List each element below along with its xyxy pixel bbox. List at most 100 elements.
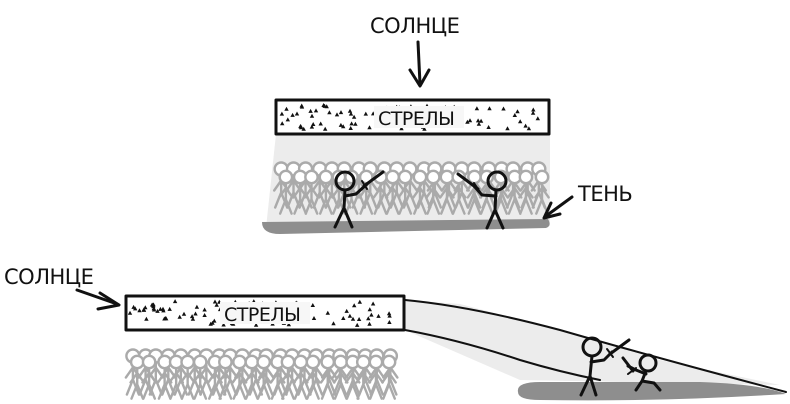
arrow-dot — [475, 118, 481, 123]
arrow-dot — [387, 320, 392, 324]
top-left-duelist — [333, 170, 385, 229]
arrow-dot — [476, 121, 482, 126]
bottom-light-beam — [405, 300, 780, 385]
top-right-duelist — [456, 170, 508, 230]
arrow-dot — [344, 308, 349, 313]
crowd-figure — [381, 354, 397, 400]
arrow-dot — [356, 317, 362, 321]
arrow-dot — [193, 311, 198, 316]
arrow-dot — [370, 301, 376, 306]
arrow-dot — [163, 316, 168, 320]
arrow-dot — [487, 106, 492, 111]
arrow-dot — [467, 118, 473, 123]
arrow-dot — [530, 110, 536, 115]
crowd-figure — [305, 354, 321, 400]
arrow-dot — [352, 303, 357, 308]
arrow-dot — [149, 302, 155, 307]
top-panel: СОЛНЦЕ СТРЕЛЫ — [262, 14, 633, 234]
arrow-dot — [313, 108, 319, 113]
arrow-dot — [349, 121, 354, 126]
arrow-dot — [172, 299, 178, 304]
arrow-dot — [131, 304, 136, 309]
bottom-arrow-dots — [127, 299, 392, 327]
arrow-dot — [294, 111, 300, 116]
crowd-figure — [425, 169, 442, 215]
arrow-dot — [194, 304, 200, 309]
arrow-dot — [474, 106, 480, 111]
arrow-dot — [348, 126, 353, 130]
arrow-dot — [422, 126, 427, 131]
arrow-dot — [505, 126, 510, 131]
arrow-dot — [387, 313, 392, 318]
crowd-figure — [534, 169, 550, 215]
bottom-panel: СОЛНЦЕ СТРЕЛЫ — [4, 265, 787, 401]
arrow-dot — [355, 322, 360, 327]
crowd-figure — [255, 354, 272, 400]
arrow-dot — [341, 124, 346, 129]
arrow-dot — [284, 106, 289, 111]
arrow-dot — [144, 316, 149, 321]
bottom-standing-duelist — [579, 336, 631, 397]
arrow-dot — [212, 299, 218, 304]
arrow-dot — [190, 316, 196, 321]
arrow-dot — [341, 316, 346, 320]
top-shadow — [262, 219, 550, 234]
arrow-dot — [298, 124, 303, 129]
crowd-figure — [303, 169, 320, 215]
arrow-dot — [189, 314, 195, 319]
bottom-sun-label: СОЛНЦЕ — [4, 265, 93, 289]
arrow-dot — [301, 126, 306, 131]
arrow-dot — [143, 305, 148, 310]
crowd-figure — [168, 354, 185, 400]
crowd-figure — [332, 354, 349, 400]
arrow-dot — [369, 312, 374, 317]
arrow-dot — [137, 308, 142, 313]
bottom-crowd — [124, 348, 399, 400]
arrow-dot — [127, 310, 133, 315]
top-sun-label: СОЛНЦЕ — [370, 14, 459, 38]
arrow-dot — [535, 116, 540, 121]
crowd-figure — [179, 354, 196, 400]
top-arrows-label: СТРЕЛЫ — [378, 108, 454, 130]
crowd-figure — [292, 354, 309, 400]
bottom-crouching-duelist — [621, 353, 662, 392]
arrow-dot — [465, 119, 470, 124]
arrow-dot — [221, 322, 226, 327]
arrow-dot — [311, 316, 317, 320]
arrow-dot — [158, 306, 163, 311]
arrow-dot — [253, 322, 259, 327]
arrow-dot — [376, 313, 381, 318]
arrow-dot — [285, 117, 290, 122]
arrow-dot — [167, 306, 172, 311]
arrow-dot — [202, 307, 207, 312]
arrow-dot — [151, 307, 157, 312]
bottom-arrow-cloud: СТРЕЛЫ — [124, 294, 406, 332]
bottom-shadow — [517, 382, 786, 401]
arrow-dot — [363, 111, 368, 116]
arrow-dot — [331, 321, 336, 326]
arrow-dot — [526, 126, 532, 131]
arrow-dot — [177, 314, 182, 319]
arrow-dot — [366, 316, 371, 321]
top-shadow-label: ТЕНЬ — [577, 182, 632, 206]
arrow-dot — [286, 322, 291, 327]
arrow-dot — [155, 308, 160, 313]
crowd-figure — [207, 354, 223, 400]
arrow-dot — [290, 112, 295, 117]
crowd-figure — [318, 169, 334, 215]
arrow-dot — [367, 125, 372, 130]
arrow-dot — [338, 122, 344, 127]
arrow-dot — [350, 316, 356, 321]
crowd-figure — [401, 161, 419, 209]
arrow-dot — [347, 313, 353, 318]
arrow-dot — [202, 313, 207, 317]
arrow-dot — [367, 307, 372, 312]
arrow-dot — [318, 121, 323, 126]
arrow-dot — [357, 299, 362, 304]
arrow-dot — [518, 119, 523, 124]
crowd-figure — [518, 169, 534, 215]
arrow-dot — [309, 113, 315, 118]
arrow-dot — [280, 121, 285, 126]
arrow-dot — [323, 126, 328, 131]
